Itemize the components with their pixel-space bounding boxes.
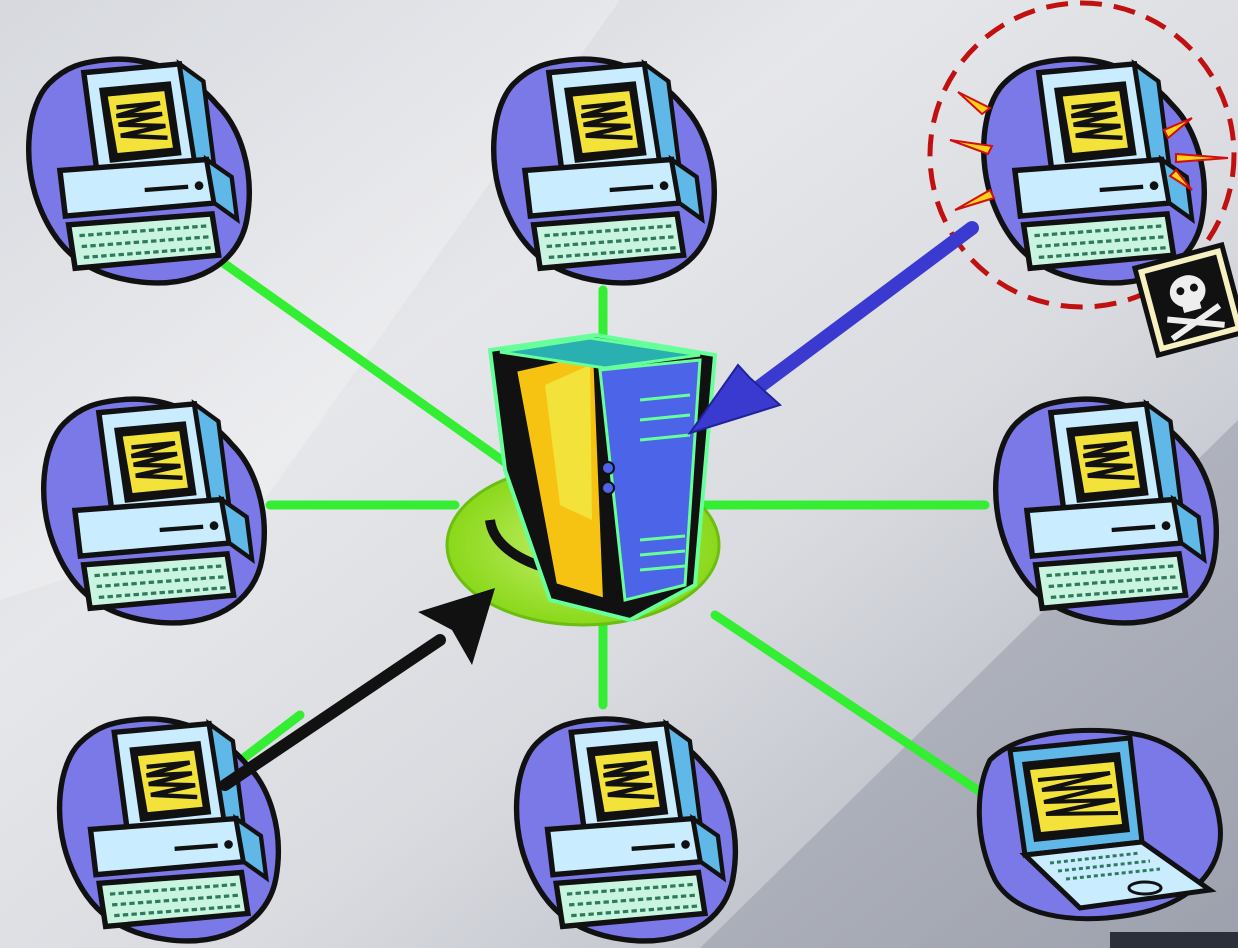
attack-arrow-shaft [748,221,979,397]
client-arrow-head [418,588,495,665]
spark-icon [949,139,994,156]
client-arrow-shaft [219,634,446,791]
attack-arrow [687,221,979,435]
server-left-highlight [545,365,592,520]
attack-arrow-head [687,363,782,435]
spark-icon [1168,168,1193,191]
alert-spark-icons [949,91,1229,211]
spark-icon [957,91,992,116]
server-led-1 [601,461,615,475]
spark-icon [954,188,996,211]
server-top [499,336,701,370]
server-front-panel [598,358,702,602]
alert-dashed-circle [927,0,1237,310]
spark-icon [1175,152,1229,164]
connection-links [200,245,1005,810]
server-led-2 [601,481,615,495]
skull-crossbones-icon [1131,241,1238,359]
client-arrow [219,588,495,791]
spark-icon [1162,117,1193,140]
laptop-bottom-right [979,730,1220,918]
hub-server [445,332,721,627]
infected-alert [927,0,1238,359]
corner-bar [1110,932,1238,948]
link-top-left [200,245,535,485]
link-laptop [710,610,1005,810]
server-vents [639,393,691,572]
